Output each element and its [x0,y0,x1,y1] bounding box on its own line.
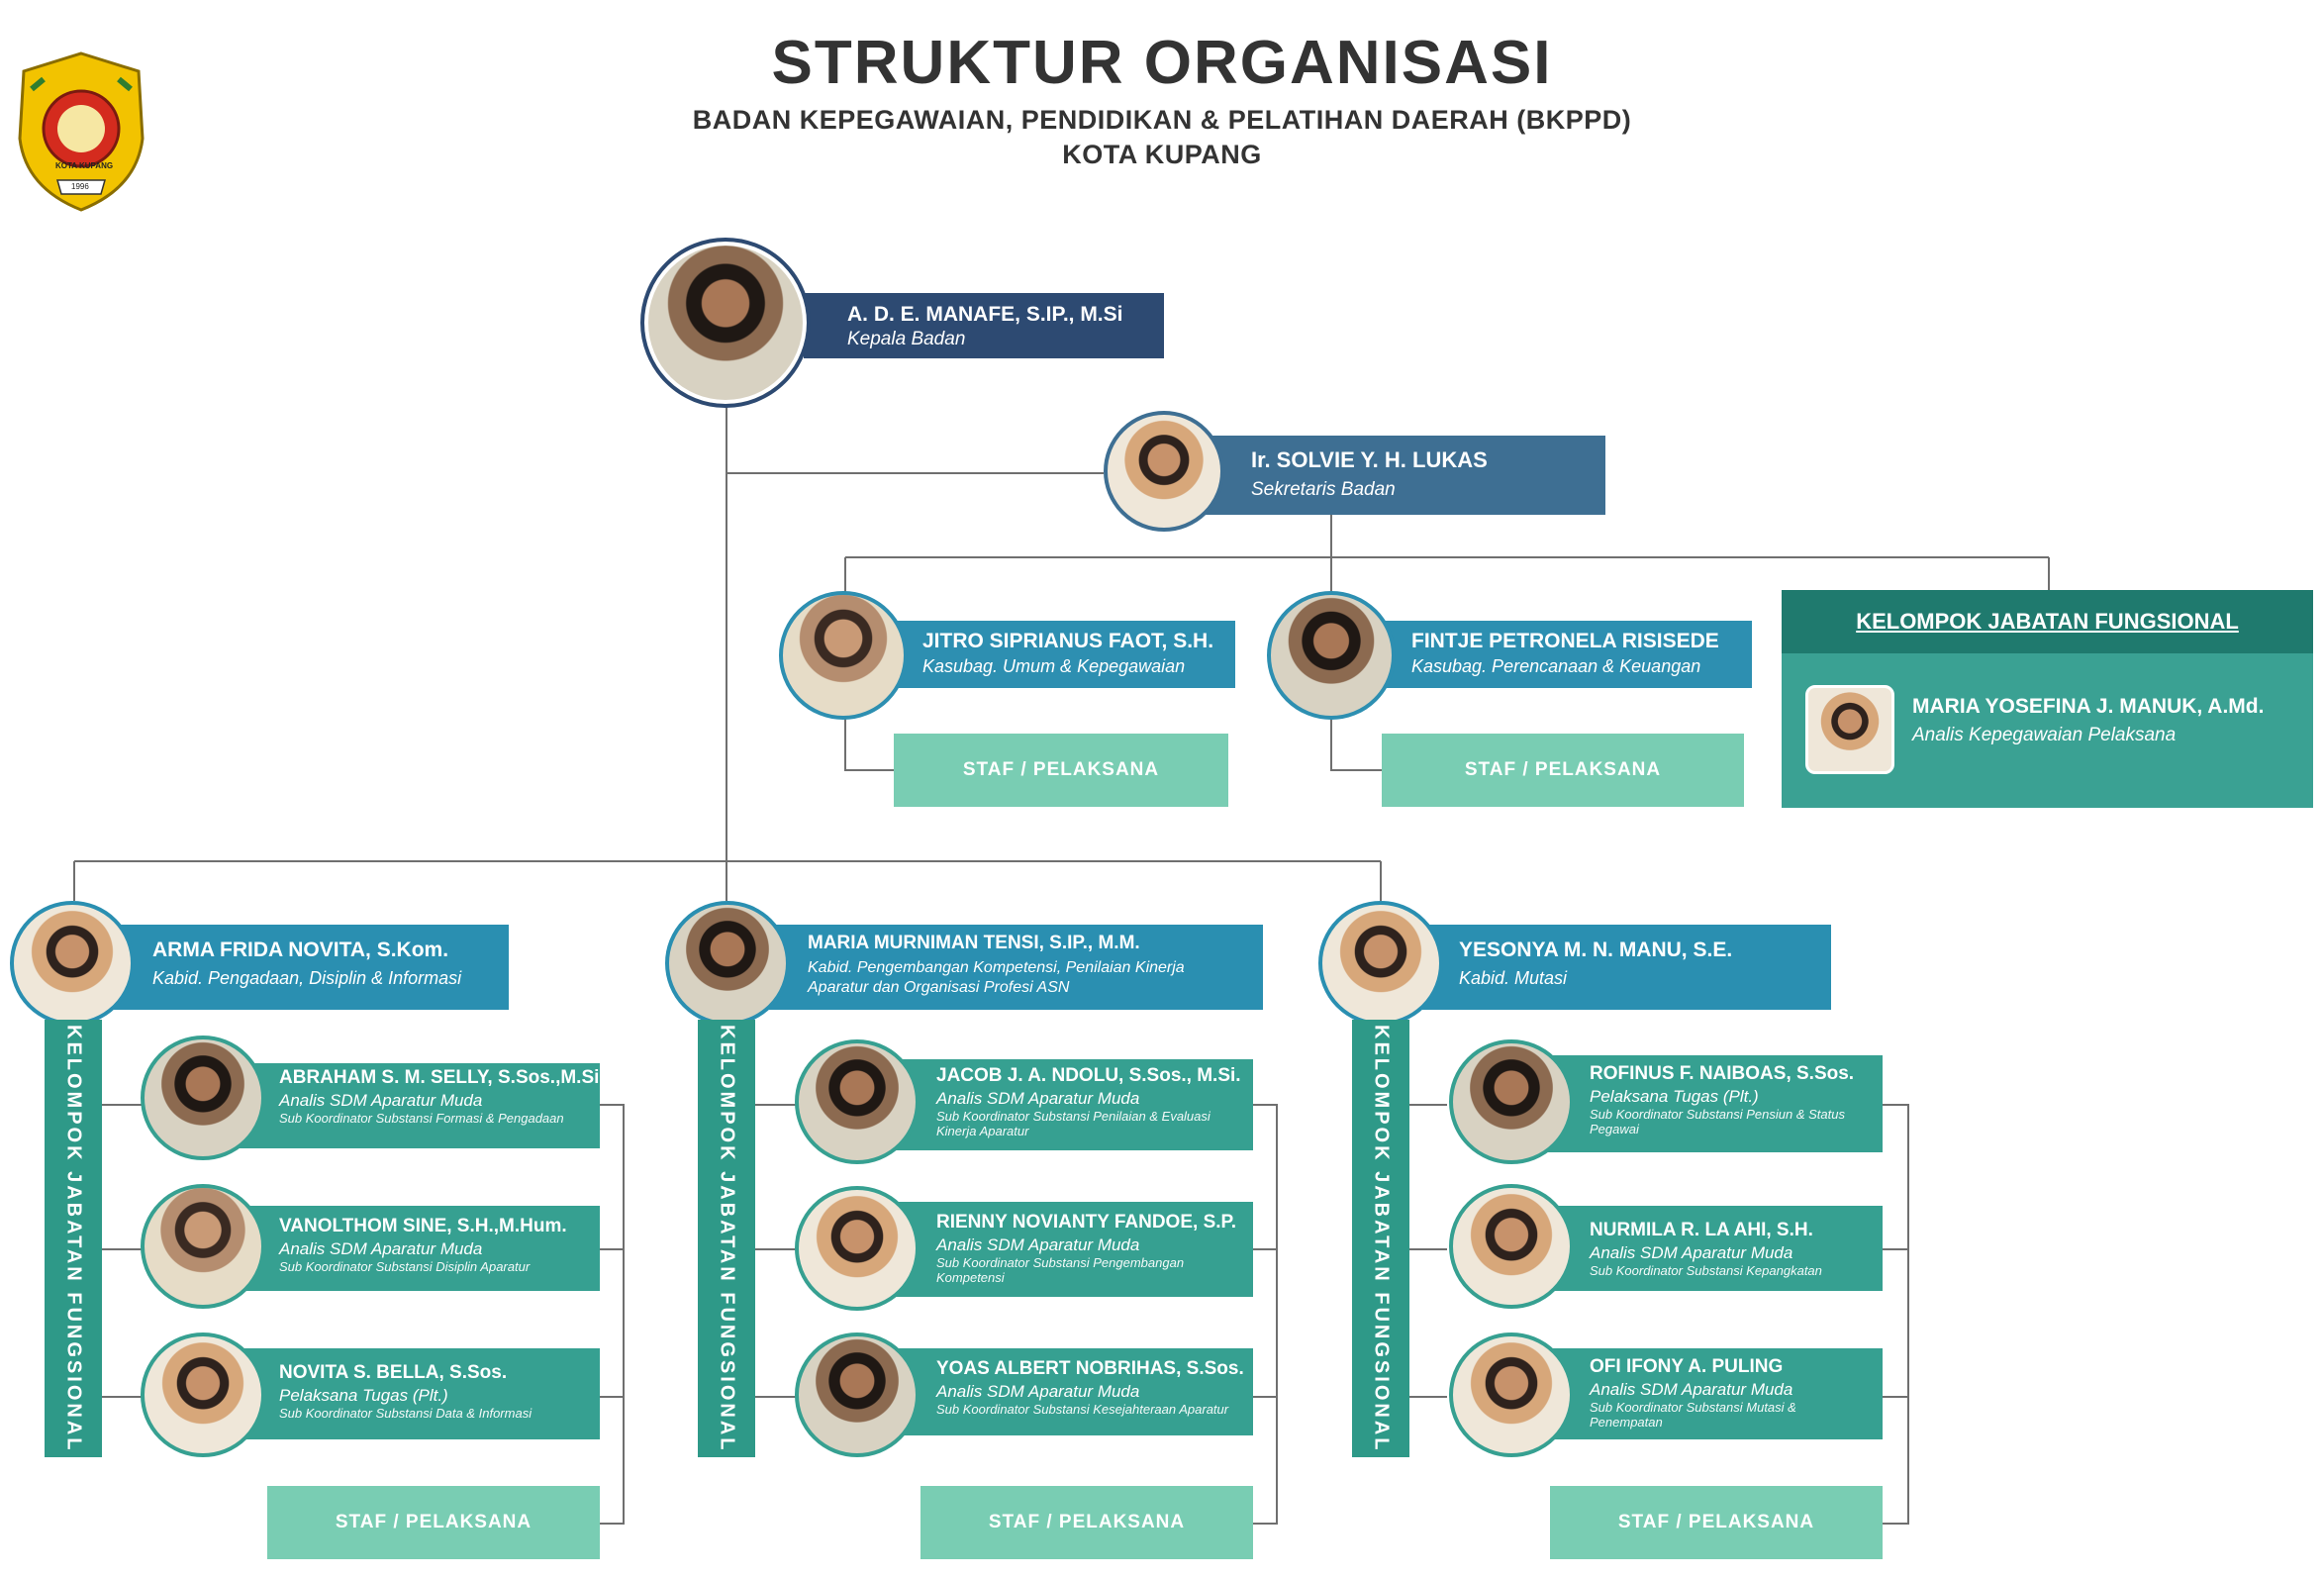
kasubag-umum-staf: STAF / PELAKSANA [894,734,1228,807]
kabid-2-box: MARIA MURNIMAN TENSI, S.IP., M.M. Kabid.… [752,925,1263,1010]
member-3-3-box: OFI IFONY A. PULING Analis SDM Aparatur … [1544,1348,1883,1439]
city-emblem-icon: KOTA KUPANG 1996 [14,49,148,214]
member-1-1-position: Analis SDM Aparatur Muda [279,1091,483,1110]
member-2-3-box: YOAS ALBERT NOBRIHAS, S.Sos. Analis SDM … [887,1348,1253,1435]
member-2-3-name: YOAS ALBERT NOBRIHAS, S.Sos. [936,1358,1244,1379]
member-2-3-sub: Sub Koordinator Substansi Kesejahteraan … [936,1402,1229,1417]
member-3-2-name: NURMILA R. LA AHI, S.H. [1590,1220,1813,1240]
fungsional-top-header: KELOMPOK JABATAN FUNGSIONAL [1782,590,2313,653]
kabid-1-photo [10,901,135,1026]
member-2-3-photo [795,1332,920,1457]
member-1-3-photo [141,1332,265,1457]
kasubag-umum-photo [779,591,908,720]
member-3-2-sub: Sub Koordinator Substansi Kepangkatan [1590,1263,1822,1278]
member-2-1-sub: Sub Koordinator Substansi Penilaian & Ev… [936,1109,1210,1138]
member-3-2-position: Analis SDM Aparatur Muda [1590,1243,1793,1262]
member-2-1-photo [795,1039,920,1164]
member-3-2-photo [1449,1184,1574,1309]
member-1-2-box: VANOLTHOM SINE, S.H.,M.Hum. Analis SDM A… [238,1206,600,1291]
kabid-3-fungsional-band: KELOMPOK JABATAN FUNGSIONAL [1352,1020,1409,1457]
kabid-1-fungsional-band: KELOMPOK JABATAN FUNGSIONAL [45,1020,102,1457]
member-1-1-box: ABRAHAM S. M. SELLY, S.Sos.,M.Si. Analis… [238,1063,605,1148]
member-3-3-photo [1449,1332,1574,1457]
kabid-3-photo [1318,901,1443,1026]
head-position: Kepala Badan [847,329,966,349]
kasubag-umum-box: JITRO SIPRIANUS FAOT, S.H. Kasubag. Umum… [867,621,1235,688]
kasubag-perencanaan-photo [1267,591,1396,720]
member-2-2-sub: Sub Koordinator Substansi Pengembangan K… [936,1255,1185,1285]
member-2-2-name: RIENNY NOVIANTY FANDOE, S.P. [936,1212,1237,1233]
kasubag-perencanaan-position: Kasubag. Perencanaan & Keuangan [1411,656,1701,676]
kabid-1-name: ARMA FRIDA NOVITA, S.Kom. [152,938,449,961]
member-1-3-sub: Sub Koordinator Substansi Data & Informa… [279,1406,533,1421]
member-1-2-position: Analis SDM Aparatur Muda [279,1239,483,1258]
kabid-2-photo [665,901,790,1026]
member-1-3-box: NOVITA S. BELLA, S.Sos. Pelaksana Tugas … [238,1348,600,1439]
member-3-1-sub: Sub Koordinator Substansi Pensiun & Stat… [1590,1107,1845,1136]
kasubag-perencanaan-box: FINTJE PETRONELA RISISEDE Kasubag. Peren… [1354,621,1752,688]
secretary-position: Sekretaris Badan [1251,479,1396,500]
member-1-1-name: ABRAHAM S. M. SELLY, S.Sos.,M.Si. [279,1067,605,1088]
head-name: A. D. E. MANAFE, S.IP., M.Si [847,303,1123,326]
secretary-name-box: Ir. SOLVIE Y. H. LUKAS Sekretaris Badan [1192,436,1605,515]
member-3-2-box: NURMILA R. LA AHI, S.H. Analis SDM Apara… [1544,1206,1883,1291]
kabid-2-position: Kabid. Pengembangan Kompetensi, Penilaia… [808,959,1185,996]
member-2-1-position: Analis SDM Aparatur Muda [936,1089,1140,1108]
kabid-3-name: YESONYA M. N. MANU, S.E. [1459,938,1733,961]
fungsional-top-position: Analis Kepegawaian Pelaksana [1912,725,2177,745]
member-2-1-box: JACOB J. A. NDOLU, S.Sos., M.Si. Analis … [887,1059,1253,1150]
kabid-3-box: YESONYA M. N. MANU, S.E. Kabid. Mutasi [1405,925,1831,1010]
member-1-2-photo [141,1184,265,1309]
page-city: KOTA KUPANG [1062,140,1262,169]
fungsional-top-photo [1805,685,1894,774]
page-title: STRUKTUR ORGANISASI [771,29,1553,97]
fungsional-top-name-box: MARIA YOSEFINA J. MANUK, A.Md. Analis Ke… [1912,695,2264,746]
division-1-staf: STAF / PELAKSANA [267,1486,600,1559]
member-3-3-sub: Sub Koordinator Substansi Mutasi & Penem… [1590,1400,1796,1430]
member-3-3-position: Analis SDM Aparatur Muda [1590,1380,1793,1399]
member-1-2-sub: Sub Koordinator Substansi Disiplin Apara… [279,1259,531,1274]
member-3-1-box: ROFINUS F. NAIBOAS, S.Sos. Pelaksana Tug… [1544,1055,1883,1152]
kabid-3-position: Kabid. Mutasi [1459,968,1568,988]
member-1-3-name: NOVITA S. BELLA, S.Sos. [279,1362,508,1383]
member-1-2-name: VANOLTHOM SINE, S.H.,M.Hum. [279,1216,567,1236]
member-3-3-name: OFI IFONY A. PULING [1590,1356,1784,1377]
member-3-1-photo [1449,1039,1574,1164]
member-2-2-position: Analis SDM Aparatur Muda [936,1235,1140,1254]
member-2-2-box: RIENNY NOVIANTY FANDOE, S.P. Analis SDM … [887,1202,1253,1297]
head-photo [640,238,811,408]
fungsional-top-card: KELOMPOK JABATAN FUNGSIONAL MARIA YOSEFI… [1782,590,2313,808]
fungsional-top-header-text: KELOMPOK JABATAN FUNGSIONAL [1856,609,2239,634]
secretary-name: Ir. SOLVIE Y. H. LUKAS [1251,447,1488,472]
kabid-2-name: MARIA MURNIMAN TENSI, S.IP., M.M. [808,933,1140,953]
kabid-1-box: ARMA FRIDA NOVITA, S.Kom. Kabid. Pengada… [99,925,509,1010]
member-2-2-photo [795,1186,920,1311]
head-name-box: A. D. E. MANAFE, S.IP., M.Si Kepala Bada… [804,293,1164,358]
kabid-1-position: Kabid. Pengadaan, Disiplin & Informasi [152,968,462,988]
fungsional-top-name: MARIA YOSEFINA J. MANUK, A.Md. [1912,695,2265,718]
member-1-3-position: Pelaksana Tugas (Plt.) [279,1386,448,1405]
member-3-1-position: Pelaksana Tugas (Plt.) [1590,1087,1759,1106]
member-3-1-name: ROFINUS F. NAIBOAS, S.Sos. [1590,1063,1855,1084]
division-3-staf: STAF / PELAKSANA [1550,1486,1883,1559]
member-2-1-name: JACOB J. A. NDOLU, S.Sos., M.Si. [936,1065,1241,1086]
member-2-3-position: Analis SDM Aparatur Muda [936,1382,1140,1401]
division-2-staf: STAF / PELAKSANA [920,1486,1253,1559]
page-subtitle: BADAN KEPEGAWAIAN, PENDIDIKAN & PELATIHA… [692,105,1632,135]
member-1-1-photo [141,1036,265,1160]
kasubag-perencanaan-name: FINTJE PETRONELA RISISEDE [1411,630,1719,652]
kasubag-umum-name: JITRO SIPRIANUS FAOT, S.H. [922,630,1214,652]
kasubag-perencanaan-staf: STAF / PELAKSANA [1382,734,1744,807]
logo-year: 1996 [71,182,89,191]
member-1-1-sub: Sub Koordinator Substansi Formasi & Peng… [279,1111,564,1126]
logo-text: KOTA KUPANG [55,161,114,170]
kabid-2-fungsional-band: KELOMPOK JABATAN FUNGSIONAL [698,1020,755,1457]
kasubag-umum-position: Kasubag. Umum & Kepegawaian [922,656,1186,676]
secretary-photo [1104,411,1224,532]
